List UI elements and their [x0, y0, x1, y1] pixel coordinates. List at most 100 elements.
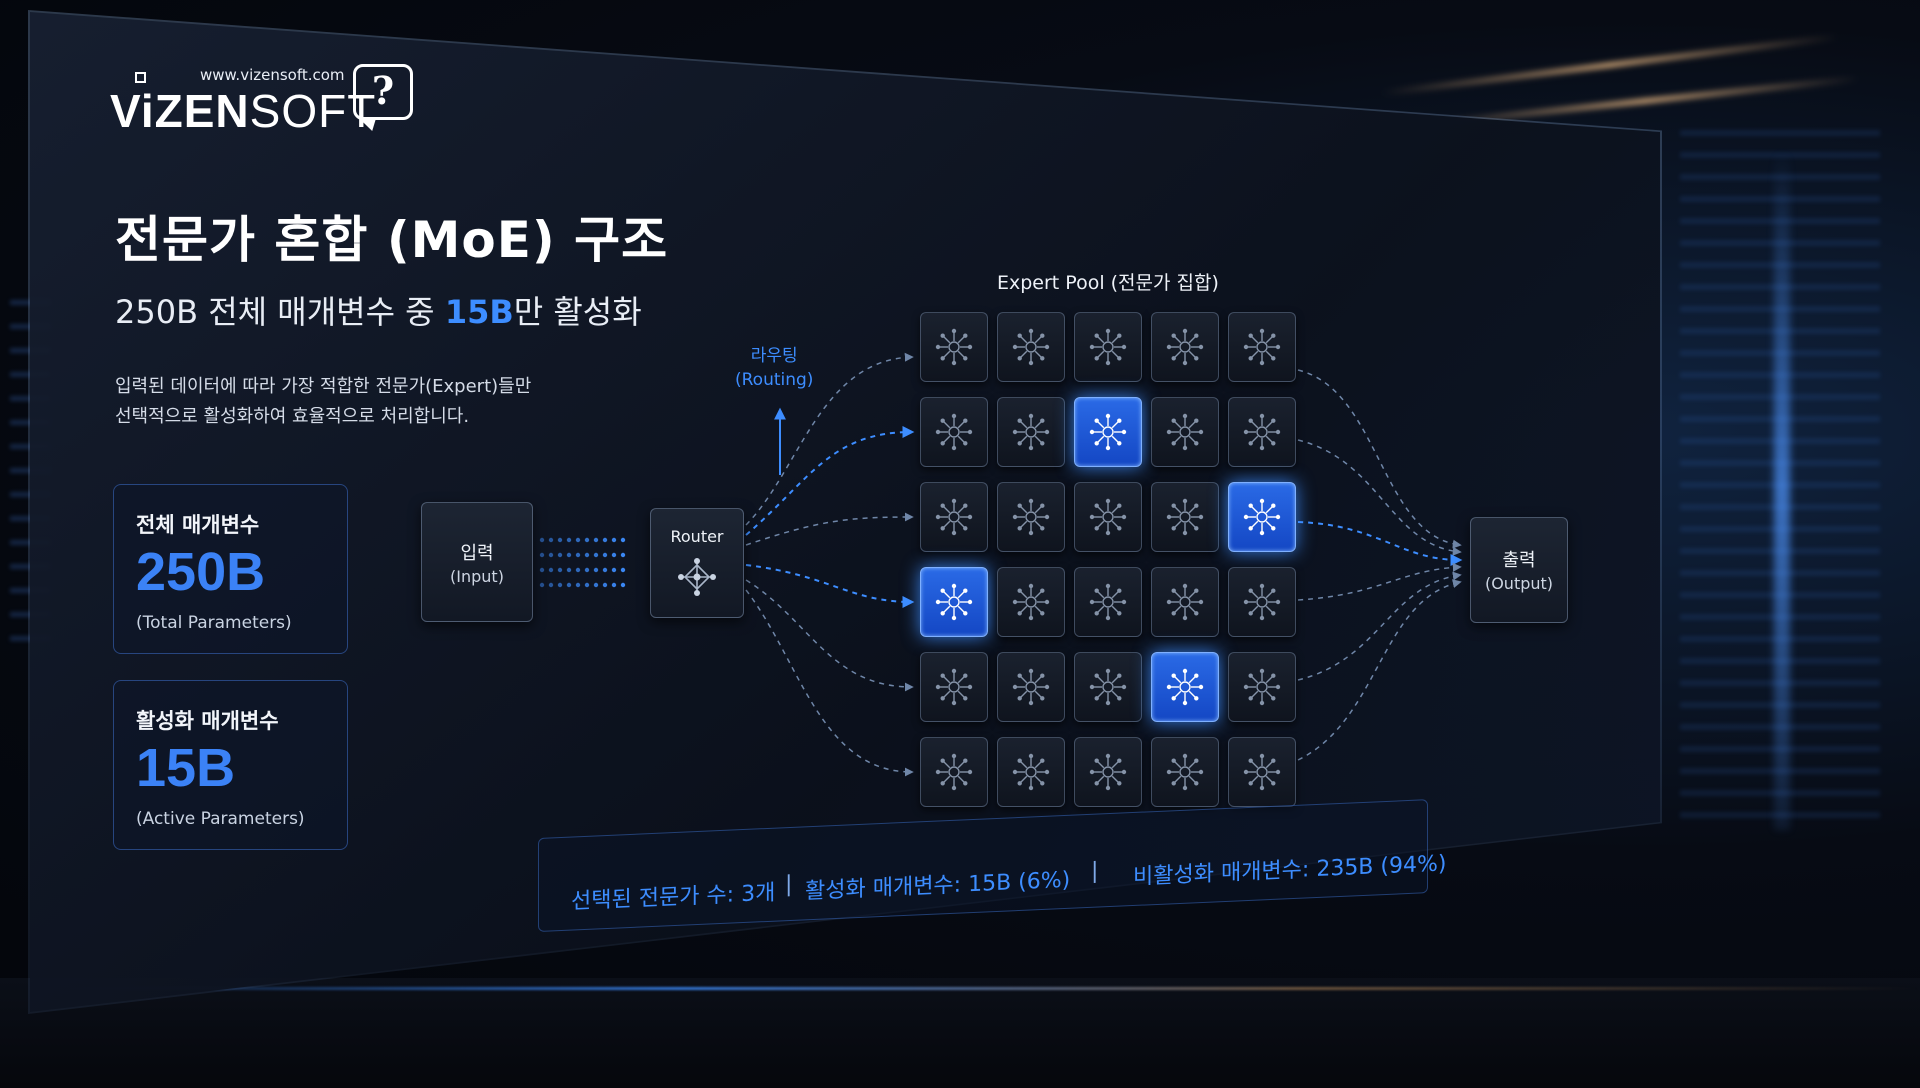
output-link: [1297, 571, 1462, 681]
input-dot: [548, 552, 554, 558]
logo-i-dot: [135, 72, 146, 83]
expert-pool-title: Expert Pool (전문가 집합): [997, 272, 1219, 294]
output-label: 출력: [1502, 550, 1536, 571]
input-dot: [575, 567, 581, 573]
input-dot: [575, 552, 581, 558]
network-node-icon: [1243, 668, 1281, 706]
output-link: [1297, 562, 1462, 601]
description: 입력된 데이터에 따라 가장 적합한 전문가(Expert)들만 선택적으로 활…: [115, 372, 531, 432]
total-params-english: (Total Parameters): [136, 613, 292, 633]
expert-cell-active: [1074, 397, 1142, 467]
active-params-card: 활성화 매개변수 15B (Active Parameters): [113, 680, 348, 850]
input-dot: [557, 582, 563, 588]
input-dot: [611, 582, 617, 588]
inactive-params-summary: 비활성화 매개변수: 235B (94%): [1133, 851, 1447, 891]
input-dot: [557, 537, 563, 543]
network-node-icon: [935, 583, 973, 621]
input-node: 입력 (Input): [421, 502, 533, 622]
network-node-icon: [1089, 583, 1127, 621]
expert-cell: [1228, 737, 1296, 807]
routing-label: 라우팅 (Routing): [735, 344, 813, 392]
network-node-icon: [1089, 413, 1127, 451]
active-params-value: 15B: [136, 738, 236, 798]
input-label: 입력: [460, 543, 494, 564]
routing-korean: 라우팅: [750, 346, 798, 366]
input-dot: [602, 537, 608, 543]
output-link: [1297, 579, 1462, 761]
network-node-icon: [1166, 328, 1204, 366]
network-node-icon: [1166, 413, 1204, 451]
expert-cell: [997, 312, 1065, 382]
input-dot: [584, 567, 590, 573]
expert-cell: [920, 397, 988, 467]
router-link: [745, 564, 915, 608]
network-node-icon: [1166, 498, 1204, 536]
expert-cell: [997, 652, 1065, 722]
input-dot: [602, 582, 608, 588]
router-link: [745, 426, 915, 536]
network-node-icon: [1243, 413, 1281, 451]
router-label: Router: [670, 527, 724, 546]
expert-cell: [1151, 482, 1219, 552]
output-node: 출력 (Output): [1470, 517, 1568, 623]
network-node-icon: [1243, 328, 1281, 366]
network-node-icon: [1012, 583, 1050, 621]
expert-cell: [1151, 567, 1219, 637]
logo-url: www.vizensoft.com: [200, 66, 345, 84]
description-line: 입력된 데이터에 따라 가장 적합한 전문가(Expert)들만: [115, 376, 532, 397]
input-dot: [611, 552, 617, 558]
input-dot: [593, 552, 599, 558]
question-mark: ?: [371, 68, 395, 113]
active-params-label: 활성화 매개변수: [136, 709, 279, 733]
expert-cell: [1228, 397, 1296, 467]
expert-cell: [1151, 737, 1219, 807]
page-title: 전문가 혼합 (MoE) 구조: [115, 211, 669, 269]
input-dot: [566, 582, 572, 588]
input-dot: [566, 567, 572, 573]
input-dot: [593, 582, 599, 588]
output-english: (Output): [1484, 574, 1554, 593]
output-link: [1297, 439, 1462, 556]
expert-cell: [1151, 397, 1219, 467]
network-node-icon: [1166, 583, 1204, 621]
question-bubble-icon: ?: [353, 64, 413, 131]
active-params-summary: 활성화 매개변수: 15B (6%): [805, 867, 1071, 905]
active-params-english: (Active Parameters): [136, 809, 305, 829]
input-dot: [620, 567, 626, 573]
input-dot: [602, 567, 608, 573]
logo-brand: ViZENSOFT: [110, 84, 376, 138]
expert-cell: [1228, 312, 1296, 382]
expert-cell: [1074, 567, 1142, 637]
expert-cell: [1074, 737, 1142, 807]
summary-separator: |: [1091, 858, 1099, 884]
expert-cell: [920, 482, 988, 552]
router-link: [745, 589, 914, 777]
network-node-icon: [1089, 753, 1127, 791]
logo-brand-bold: ViZEN: [110, 85, 250, 137]
input-dot: [539, 582, 545, 588]
input-dot: [566, 552, 572, 558]
expert-cell: [1228, 652, 1296, 722]
input-dot: [584, 552, 590, 558]
expert-cell-active: [1151, 652, 1219, 722]
expert-cell: [1074, 482, 1142, 552]
input-dot: [539, 552, 545, 558]
network-node-icon: [1166, 753, 1204, 791]
input-dot: [602, 552, 608, 558]
expert-cell: [997, 482, 1065, 552]
background-shelf-edge: [60, 987, 1920, 990]
network-node-icon: [1243, 583, 1281, 621]
input-dot: [548, 567, 554, 573]
input-dot: [620, 537, 626, 543]
input-dot: [611, 537, 617, 543]
expert-cell-active: [920, 567, 988, 637]
router-icon: [678, 558, 716, 596]
network-node-icon: [1089, 498, 1127, 536]
network-node-icon: [1243, 753, 1281, 791]
expert-cell: [997, 737, 1065, 807]
input-dot: [566, 537, 572, 543]
background-shelf: [0, 978, 1920, 1088]
input-dot-stream: [539, 537, 626, 588]
summary-separator: |: [785, 871, 793, 898]
expert-cell: [1074, 652, 1142, 722]
